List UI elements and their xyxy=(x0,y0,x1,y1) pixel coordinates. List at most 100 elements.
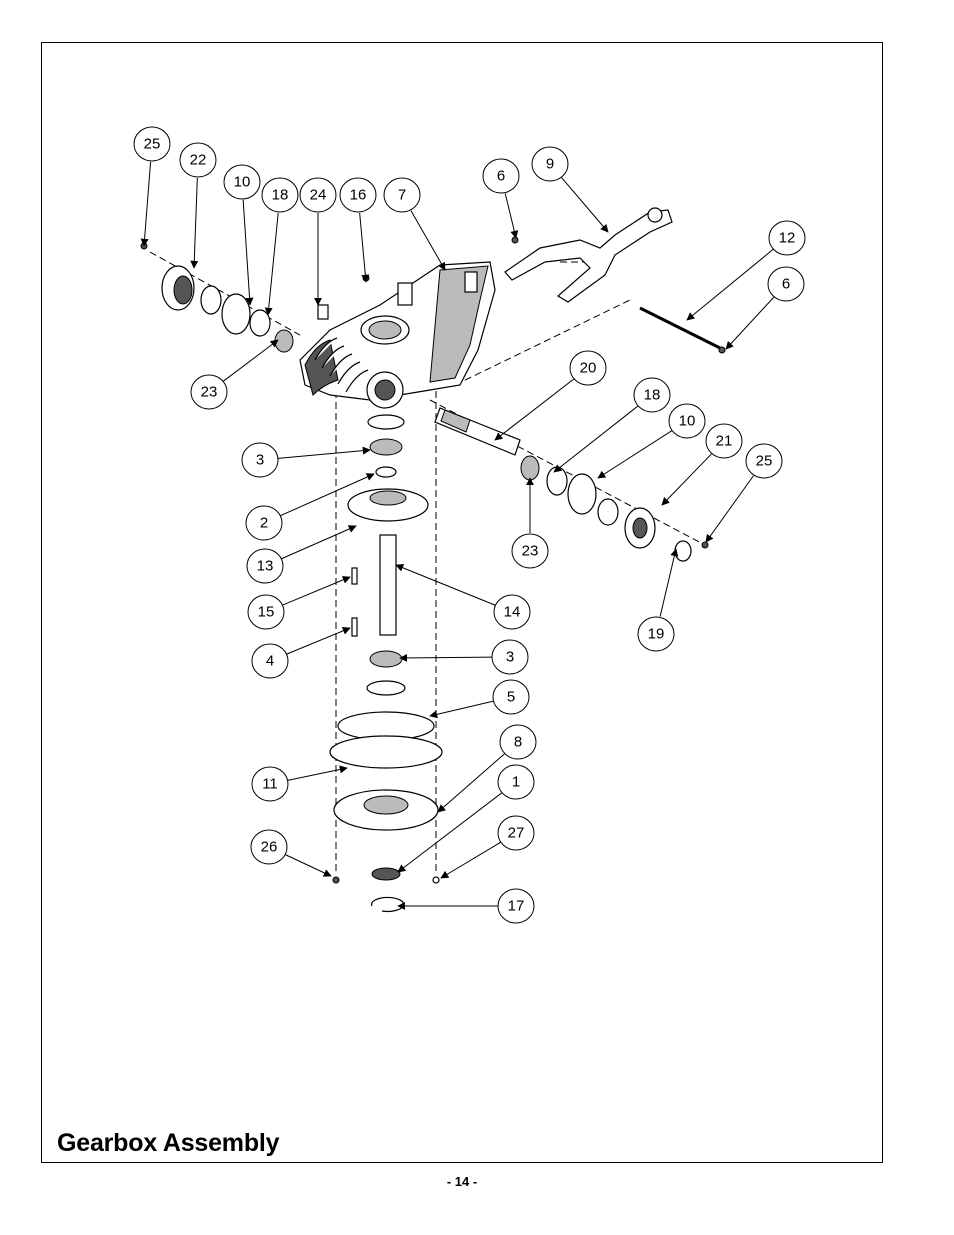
callout-label: 9 xyxy=(546,156,554,173)
callout-circle xyxy=(767,266,805,302)
callout-23: 23 xyxy=(511,533,549,569)
callout-label: 10 xyxy=(679,413,696,430)
callout-label: 1 xyxy=(512,774,520,791)
leader-c5 xyxy=(429,700,494,719)
callout-10: 10 xyxy=(223,164,261,200)
leader-c26 xyxy=(285,854,332,877)
leader-c13 xyxy=(281,525,357,560)
callout-4: 4 xyxy=(251,643,289,679)
callout-label: 5 xyxy=(507,689,515,706)
callout-label: 18 xyxy=(272,187,289,204)
callout-circle xyxy=(569,350,607,386)
callout-circle xyxy=(251,643,289,679)
callout-label: 2 xyxy=(260,515,268,532)
leader-c25a xyxy=(140,161,152,247)
callout-11: 11 xyxy=(251,766,289,802)
callout-25: 25 xyxy=(133,126,171,162)
callout-10: 10 xyxy=(668,403,706,439)
callout-circle xyxy=(190,374,228,410)
callout-circle xyxy=(339,177,377,213)
leader-c23a xyxy=(223,339,279,382)
callout-6: 6 xyxy=(767,266,805,302)
callout-label: 18 xyxy=(644,387,661,404)
callout-label: 25 xyxy=(144,136,161,153)
callout-circle xyxy=(247,594,285,630)
callout-12: 12 xyxy=(768,220,806,256)
leader-lines xyxy=(140,161,775,910)
callout-circle xyxy=(497,815,535,851)
callout-label: 6 xyxy=(497,168,505,185)
callout-label: 21 xyxy=(716,433,733,450)
leader-c21 xyxy=(661,453,712,506)
page-number: - 14 - xyxy=(446,1174,478,1189)
leader-c1 xyxy=(397,792,502,873)
leader-c22 xyxy=(190,177,199,269)
callout-label: 25 xyxy=(756,453,773,470)
callout-label: 26 xyxy=(261,839,278,856)
leader-c11 xyxy=(287,765,348,781)
callout-27: 27 xyxy=(497,815,535,851)
leader-c6a xyxy=(504,193,519,239)
callout-circle xyxy=(133,126,171,162)
callout-label: 15 xyxy=(258,604,275,621)
leader-c18a xyxy=(264,212,279,316)
leader-c7 xyxy=(410,210,446,271)
callout-circle xyxy=(668,403,706,439)
leader-c14 xyxy=(395,563,496,606)
callout-circle xyxy=(497,888,535,924)
callout-circle xyxy=(499,724,537,760)
callout-9: 9 xyxy=(531,146,569,182)
page-title: Gearbox Assembly xyxy=(57,1129,280,1157)
callout-label: 20 xyxy=(580,360,597,377)
vertical-gear-stack xyxy=(329,414,443,913)
callout-label: 10 xyxy=(234,174,251,191)
callout-7: 7 xyxy=(383,177,421,213)
callout-label: 8 xyxy=(514,734,522,751)
callout-16: 16 xyxy=(339,177,377,213)
page-frame xyxy=(41,42,883,1163)
leader-c20 xyxy=(494,378,575,441)
callout-15: 15 xyxy=(247,594,285,630)
callout-circle xyxy=(768,220,806,256)
callout-circle xyxy=(745,443,783,479)
leader-c10b xyxy=(597,430,673,479)
callout-circle xyxy=(223,164,261,200)
callout-3: 3 xyxy=(241,442,279,478)
callout-circle xyxy=(531,146,569,182)
callout-18: 18 xyxy=(633,377,671,413)
leader-c18b xyxy=(553,405,639,473)
callout-21: 21 xyxy=(705,423,743,459)
left-bearing-group xyxy=(140,236,726,354)
callout-circle xyxy=(492,679,530,715)
callout-circle xyxy=(299,177,337,213)
callout-label: 23 xyxy=(522,543,539,560)
callout-circle xyxy=(705,423,743,459)
leader-c6b xyxy=(725,296,775,350)
leader-c9 xyxy=(561,177,609,233)
callout-label: 12 xyxy=(779,230,796,247)
leader-c3b xyxy=(399,653,493,662)
callout-label: 3 xyxy=(506,649,514,666)
callout-26: 26 xyxy=(250,829,288,865)
callout-8: 8 xyxy=(499,724,537,760)
callout-24: 24 xyxy=(299,177,337,213)
callout-circle xyxy=(250,829,288,865)
callout-13: 13 xyxy=(246,548,284,584)
callout-17: 17 xyxy=(497,888,535,924)
leader-c10a xyxy=(242,199,254,306)
input-shaft-group xyxy=(434,407,709,562)
leader-c12 xyxy=(686,249,774,321)
callout-circle xyxy=(637,616,675,652)
callout-2: 2 xyxy=(245,505,283,541)
callout-5: 5 xyxy=(492,679,530,715)
callout-circle xyxy=(241,442,279,478)
callout-label: 7 xyxy=(398,187,406,204)
callout-3: 3 xyxy=(491,639,529,675)
callout-label: 14 xyxy=(504,604,521,621)
callout-23: 23 xyxy=(190,374,228,410)
callout-label: 22 xyxy=(190,152,207,169)
leader-c4 xyxy=(286,627,351,655)
callout-label: 27 xyxy=(508,825,525,842)
